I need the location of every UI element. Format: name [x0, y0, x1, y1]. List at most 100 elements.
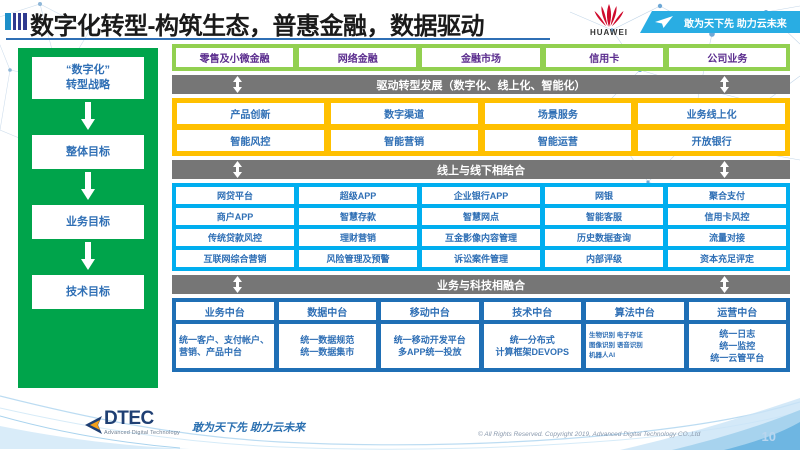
strategy-item-1[interactable]: 整体目标	[32, 135, 144, 169]
strategy-column: “数字化”转型战略 整体目标 业务目标 技术目标	[18, 48, 158, 388]
platform-column-body: 统一日志统一监控统一云管平台	[688, 324, 786, 368]
application-cell[interactable]: 商户APP	[176, 208, 294, 225]
arrow-down-icon	[81, 102, 95, 132]
double-arrow-vertical-icon	[233, 276, 242, 293]
application-cell[interactable]: 智慧网点	[422, 208, 540, 225]
application-cell[interactable]: 理财营销	[299, 229, 417, 246]
application-row: 互联网综合营销风险管理及预警诉讼案件管理内部评级资本充足评定	[176, 250, 786, 267]
platform-column-header[interactable]: 算法中台	[586, 302, 684, 320]
arrow-down-icon	[81, 172, 95, 202]
strategy-item-2[interactable]: 业务目标	[32, 205, 144, 239]
platform-column-body: 统一移动开发平台多APP统一投放	[381, 324, 479, 368]
huawei-flower-icon	[594, 4, 624, 27]
application-cell[interactable]: 流量对接	[668, 229, 786, 246]
capability-cell[interactable]: 智能风控	[177, 130, 324, 151]
arrow-down-icon	[81, 242, 95, 272]
strategy-item-3[interactable]: 技术目标	[32, 275, 144, 309]
copyright-text: © All Rights Reserved. Copyright 2019, A…	[478, 431, 701, 438]
business-line-cell[interactable]: 网络金融	[299, 48, 417, 67]
application-block: 网贷平台超级APP 企业银行APP 网银聚合支付商户APP 智慧存款智慧网点智能客服信…	[172, 183, 790, 271]
platform-column: 移动中台统一移动开发平台多APP统一投放	[381, 302, 479, 368]
capability-row: 智能风控智能营销智能运营开放银行	[177, 130, 785, 151]
application-row: 网贷平台超级APP 企业银行APP 网银聚合支付	[176, 187, 786, 204]
slogan-banner: 敢为天下先 助力云未来	[640, 11, 800, 33]
capability-cell[interactable]: 产品创新	[177, 103, 324, 124]
capability-cell[interactable]: 场景服务	[484, 103, 632, 124]
application-cell[interactable]: 传统贷款风控	[176, 229, 294, 246]
title-underline	[6, 38, 550, 40]
capability-cell[interactable]: 开放银行	[638, 130, 785, 151]
band-drive-transformation: 驱动转型发展（数字化、线上化、智能化）	[172, 75, 790, 94]
platform-column-header[interactable]: 数据中台	[278, 302, 376, 320]
paper-plane-icon	[655, 16, 673, 28]
platform-column-header[interactable]: 移动中台	[381, 302, 479, 320]
business-line-row: 零售及小微金融网络金融金融市场信用卡公司业务	[172, 44, 790, 71]
platform-column-body: 统一客户、支付帐户、营销、产品中台	[176, 324, 274, 368]
capability-cell[interactable]: 业务线上化	[638, 103, 785, 124]
application-cell[interactable]: 诉讼案件管理	[422, 250, 540, 267]
platform-column-header[interactable]: 业务中台	[176, 302, 274, 320]
platform-column-body: 生物识别 电子存证图像识别 语音识别机器人AI	[586, 324, 684, 368]
double-arrow-vertical-icon	[233, 161, 242, 178]
capability-cell[interactable]: 数字渠道	[330, 103, 478, 124]
business-line-cell[interactable]: 零售及小微金融	[176, 48, 294, 67]
page-number: 10	[761, 429, 776, 444]
banner-text: 敢为天下先 助力云未来	[684, 18, 787, 30]
application-cell[interactable]: 聚合支付	[668, 187, 786, 204]
application-row: 商户APP 智慧存款智慧网点智能客服信用卡风控	[176, 208, 786, 225]
application-cell[interactable]: 网银	[545, 187, 663, 204]
band-business-tech: 业务与科技相融合	[172, 275, 790, 294]
band-label: 线上与线下相结合	[437, 164, 525, 177]
business-line-cell[interactable]: 公司业务	[668, 48, 787, 67]
dtec-triangle-icon	[85, 416, 102, 434]
platform-column: 业务中台统一客户、支付帐户、营销、产品中台	[176, 302, 274, 368]
platform-column: 运营中台统一日志统一监控统一云管平台	[688, 302, 786, 368]
dtec-wordmark: DTEC	[104, 408, 154, 429]
platform-column-header[interactable]: 技术中台	[483, 302, 581, 320]
band-label: 驱动转型发展（数字化、线上化、智能化）	[376, 79, 586, 92]
title-decoration-bars	[5, 13, 27, 30]
page-title: 数字化转型-构筑生态，普惠金融，数据驱动	[30, 13, 485, 40]
platform-column: 数据中台统一数据规范统一数据集市	[278, 302, 376, 368]
application-cell[interactable]: 风险管理及预警	[299, 250, 417, 267]
band-label: 业务与科技相融合	[437, 279, 525, 292]
business-line-cell[interactable]: 金融市场	[422, 48, 540, 67]
capability-cell[interactable]: 智能营销	[330, 130, 478, 151]
double-arrow-vertical-icon	[720, 276, 729, 293]
platform-column: 算法中台生物识别 电子存证图像识别 语音识别机器人AI	[586, 302, 684, 368]
application-cell[interactable]: 资本充足评定	[668, 250, 786, 267]
application-row: 传统贷款风控理财营销互金影像内容管理历史数据查询流量对接	[176, 229, 786, 246]
application-cell[interactable]: 互金影像内容管理	[422, 229, 540, 246]
capability-row: 产品创新数字渠道场景服务业务线上化	[177, 103, 785, 124]
dtec-logo: DTEC Advanced Digital Technology 敢为天下先 助…	[84, 409, 305, 436]
double-arrow-vertical-icon	[720, 76, 729, 93]
application-cell[interactable]: 内部评级	[545, 250, 663, 267]
application-cell[interactable]: 智能客服	[545, 208, 663, 225]
application-cell[interactable]: 网贷平台	[176, 187, 294, 204]
platform-column-body: 统一分布式计算框架DEVOPS	[483, 324, 581, 368]
platform-column-header[interactable]: 运营中台	[688, 302, 786, 320]
dtec-slogan: 敢为天下先 助力云未来	[191, 422, 305, 434]
double-arrow-vertical-icon	[233, 76, 242, 93]
main-diagram: 零售及小微金融网络金融金融市场信用卡公司业务 驱动转型发展（数字化、线上化、智能…	[172, 44, 790, 372]
header: 数字化转型-构筑生态，普惠金融，数据驱动	[0, 4, 800, 40]
platform-column: 技术中台统一分布式计算框架DEVOPS	[483, 302, 581, 368]
platform-column-body: 统一数据规范统一数据集市	[278, 324, 376, 368]
application-cell[interactable]: 信用卡风控	[668, 208, 786, 225]
application-cell[interactable]: 历史数据查询	[545, 229, 663, 246]
dtec-tagline: Advanced Digital Technology	[104, 430, 180, 436]
capability-block: 产品创新数字渠道场景服务业务线上化智能风控智能营销智能运营开放银行	[172, 98, 790, 156]
huawei-logo: HUAWEI	[580, 2, 638, 40]
application-cell[interactable]: 智慧存款	[299, 208, 417, 225]
application-cell[interactable]: 超级APP	[299, 187, 417, 204]
capability-cell[interactable]: 智能运营	[484, 130, 632, 151]
platform-block: 业务中台统一客户、支付帐户、营销、产品中台数据中台统一数据规范统一数据集市移动中…	[172, 298, 790, 372]
platform-grid: 业务中台统一客户、支付帐户、营销、产品中台数据中台统一数据规范统一数据集市移动中…	[176, 302, 786, 368]
band-online-offline: 线上与线下相结合	[172, 160, 790, 179]
application-cell[interactable]: 企业银行APP	[422, 187, 540, 204]
strategy-item-0[interactable]: “数字化”转型战略	[32, 57, 144, 99]
double-arrow-vertical-icon	[720, 161, 729, 178]
application-cell[interactable]: 互联网综合营销	[176, 250, 294, 267]
business-line-cell[interactable]: 信用卡	[545, 48, 663, 67]
